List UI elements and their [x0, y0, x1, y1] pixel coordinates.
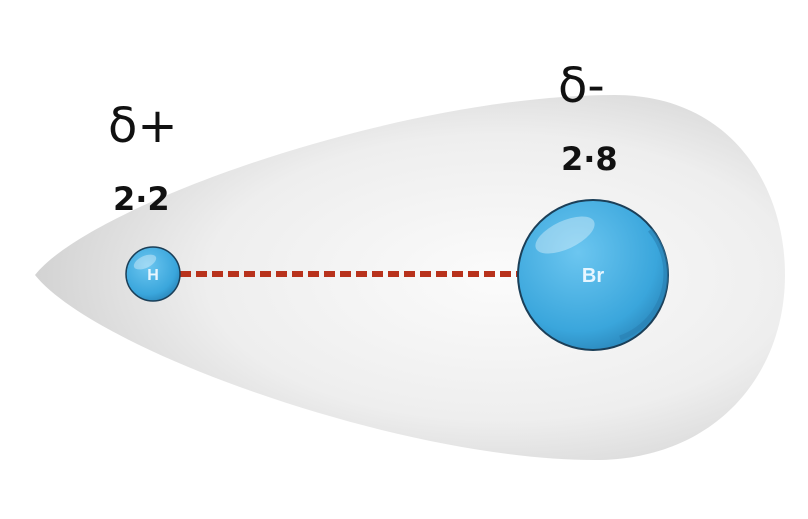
bromine-symbol: Br — [582, 265, 604, 287]
hydrogen-symbol: H — [147, 267, 159, 284]
bromine-electronegativity: 2·8 — [561, 140, 618, 178]
bromine-atom: Br — [517, 199, 669, 351]
hydrogen-atom: H — [125, 246, 181, 302]
hydrogen-partial-charge: δ+ — [108, 98, 178, 154]
bromine-partial-charge: δ- — [558, 58, 605, 114]
electron-cloud — [35, 95, 785, 460]
hydrogen-electronegativity: 2·2 — [113, 180, 170, 218]
